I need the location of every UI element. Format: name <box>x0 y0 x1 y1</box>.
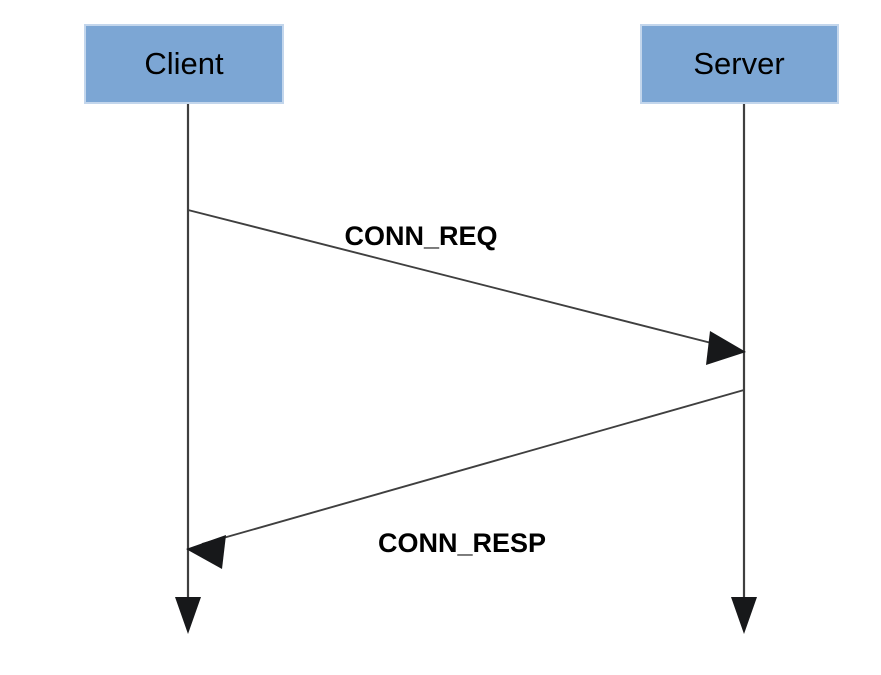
message-conn-resp[interactable]: CONN_RESP <box>186 389 745 569</box>
message-label-conn-resp: CONN_RESP <box>378 528 546 558</box>
message-arrowhead-conn-req <box>706 331 746 365</box>
message-conn-req[interactable]: CONN_REQ <box>187 209 746 365</box>
participant-client[interactable]: Client <box>84 24 284 104</box>
participant-label-server: Server <box>693 46 784 81</box>
message-label-conn-req: CONN_REQ <box>344 221 497 251</box>
message-line-conn-resp <box>201 389 745 545</box>
participant-label-client: Client <box>144 46 224 81</box>
lifeline-end-arrow-client <box>175 597 201 634</box>
participant-box-server[interactable] <box>640 24 839 104</box>
message-line-conn-req <box>187 209 732 349</box>
lifeline-end-arrow-server <box>731 597 757 634</box>
lifeline-group <box>175 103 757 634</box>
participant-server[interactable]: Server <box>640 24 839 104</box>
message-arrowhead-conn-resp <box>186 535 226 569</box>
participant-box-client[interactable] <box>84 24 284 104</box>
